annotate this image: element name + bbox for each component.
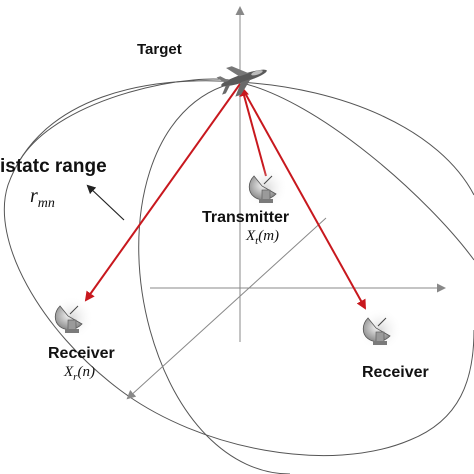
fighter-jet-icon xyxy=(216,66,267,97)
target-jet xyxy=(216,66,267,97)
signal-paths xyxy=(84,83,366,310)
receiver-right-dish xyxy=(358,308,402,352)
satellite-dish-icon xyxy=(362,317,391,345)
inner-ellipse xyxy=(138,81,474,474)
coordinate-axes xyxy=(126,6,446,400)
transmitter-to-target xyxy=(239,86,267,177)
range-ellipses xyxy=(3,78,474,474)
z-axis xyxy=(126,217,327,400)
satellite-dish-icon xyxy=(248,175,277,203)
transmitter-position: Xt(m) xyxy=(245,228,279,247)
receiver-left-dish xyxy=(50,296,94,340)
bistatic-range-label: istatc range xyxy=(0,156,107,177)
range-annotation-arrow xyxy=(86,184,125,221)
satellite-dish-icon xyxy=(54,305,83,333)
target-label: Target xyxy=(137,41,182,58)
left-arc xyxy=(19,78,239,161)
transmitter-label: Transmitter xyxy=(202,209,289,226)
receiver-left-position: Xr(n) xyxy=(63,364,95,383)
transmitter-dish xyxy=(244,166,288,210)
receiver-left-label: Receiver xyxy=(48,345,115,362)
receiver-right-label: Receiver xyxy=(362,364,429,381)
outer-ellipse xyxy=(3,80,474,456)
range-symbol: rmn xyxy=(30,185,55,211)
target-to-receiver-right xyxy=(239,83,366,310)
target-to-receiver-left xyxy=(84,83,241,302)
